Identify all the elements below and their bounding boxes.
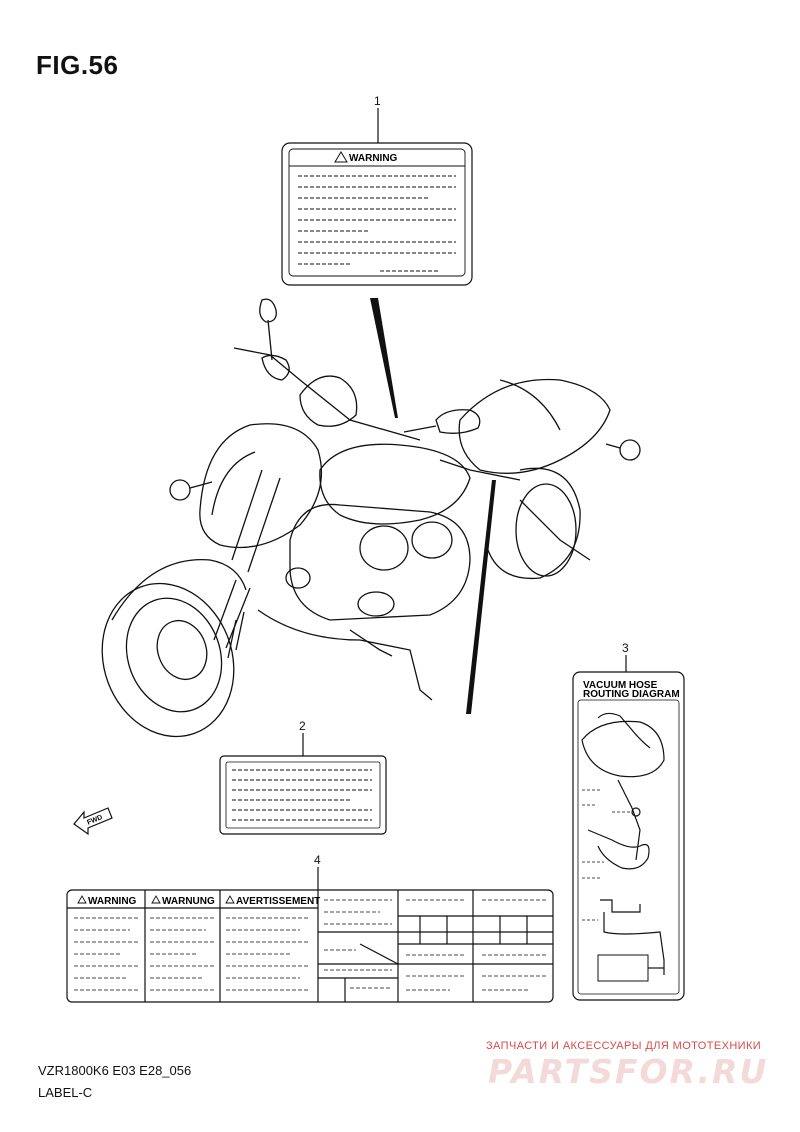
model-code: VZR1800K6 E03 E28_056 [38, 1063, 192, 1078]
label4-heading-fr: AVERTISSEMENT [236, 896, 320, 907]
callout-1: 1 [374, 94, 381, 108]
warning-label-heading: WARNING [349, 153, 398, 164]
multilingual-warning-label [66, 867, 554, 1003]
watermark-tagline: ЗАПЧАСТИ И АКСЕССУАРЫ ДЛЯ МОТОТЕХНИКИ [486, 1040, 762, 1052]
label4-heading-en: WARNING [88, 896, 137, 907]
callout-2: 2 [299, 719, 306, 733]
fwd-arrow-icon [73, 807, 113, 836]
blank-info-label [219, 733, 387, 835]
motorcycle-drawing [101, 298, 641, 738]
figure-title: FIG.56 [36, 50, 119, 80]
label4-heading-de: WARNUNG [162, 896, 215, 907]
section-label: LABEL-C [38, 1085, 93, 1100]
vacuum-hose-heading-line1: VACUUM HOSE [583, 680, 658, 691]
warning-label [281, 108, 473, 286]
callout-3: 3 [622, 641, 629, 655]
vacuum-hose-heading-line2: ROUTING DIAGRAM [583, 689, 680, 700]
callout-4: 4 [314, 853, 321, 867]
vacuum-hose-label [572, 655, 685, 1001]
watermark-logo: PARTSFOR.RU [488, 1052, 769, 1091]
